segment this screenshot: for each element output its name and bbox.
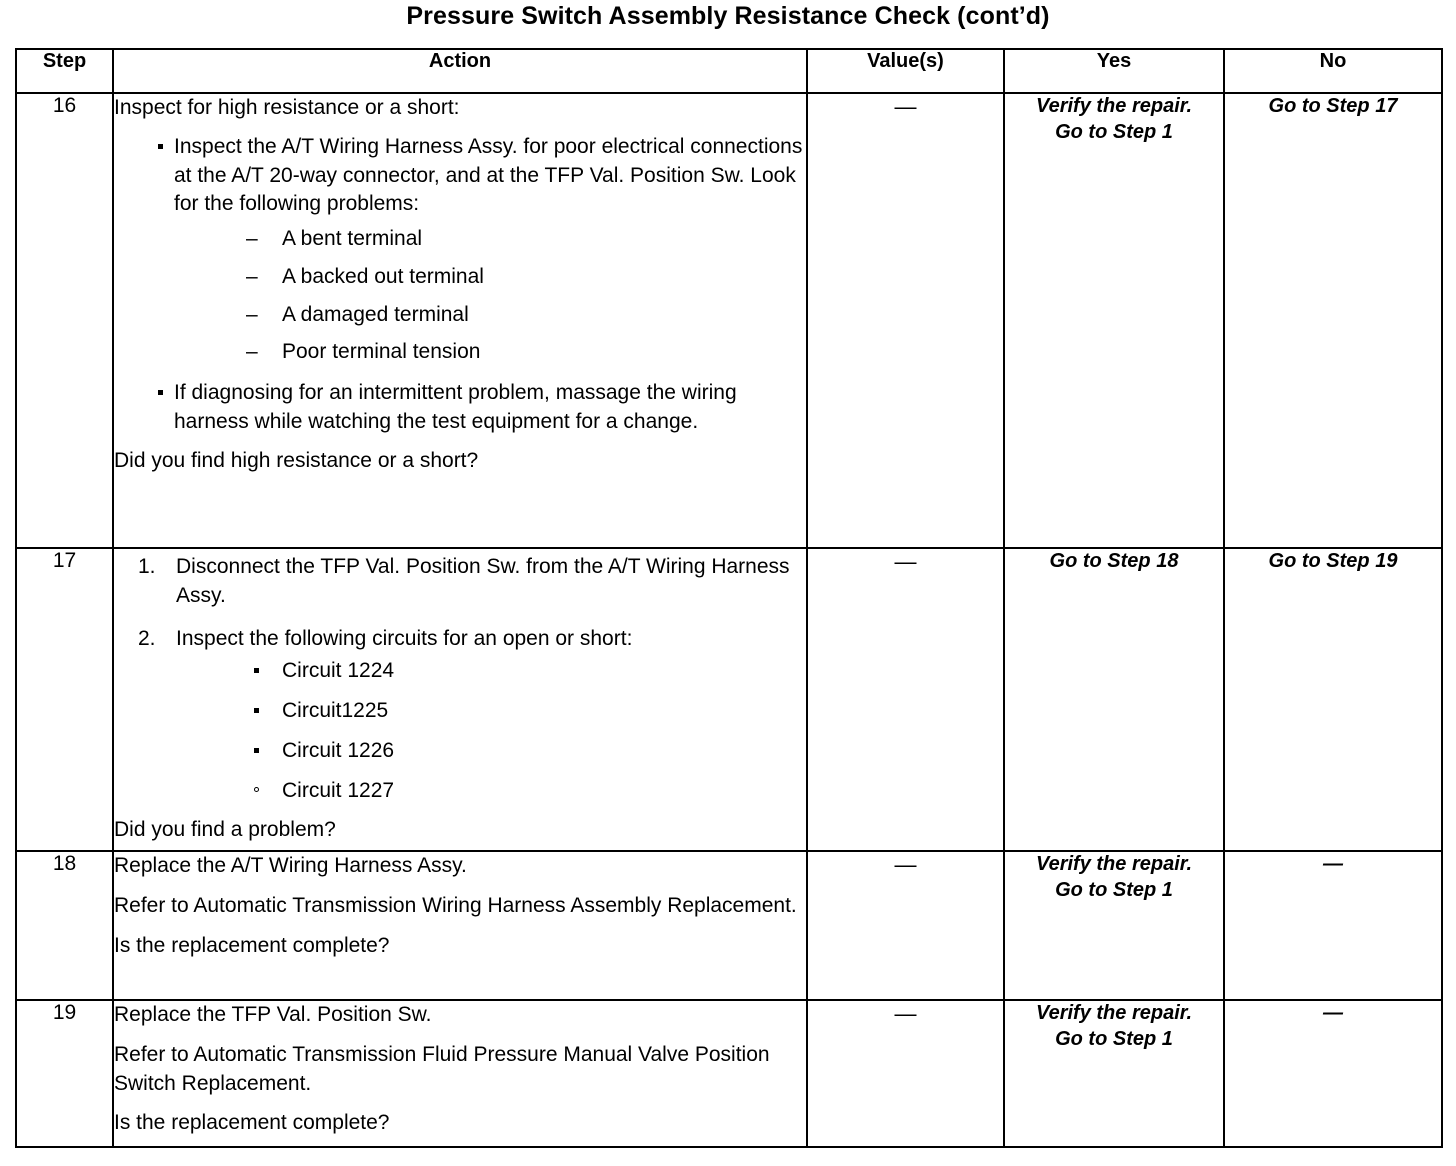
list-item: 1. Disconnect the TFP Val. Position Sw. … xyxy=(114,553,806,611)
list-item-text: Inspect the following circuits for an op… xyxy=(176,626,633,650)
page-title: Pressure Switch Assembly Resistance Chec… xyxy=(406,2,1050,30)
circuit-list: Circuit 1224 Circuit1225 Circuit 1226 xyxy=(176,657,806,805)
dash-bullet-icon: – xyxy=(246,227,258,251)
dash-bullet-icon: – xyxy=(246,302,258,326)
step-number-cell: 16 xyxy=(15,92,114,549)
column-header-value: Value(s) xyxy=(806,48,1005,94)
yes-line-2: Go to Step 1 xyxy=(1055,120,1173,143)
column-header-step: Step xyxy=(15,48,114,94)
dash-bullet-icon: – xyxy=(246,264,258,288)
list-item: – A backed out terminal xyxy=(174,263,806,292)
list-item: Circuit1225 xyxy=(176,697,806,726)
action-intro-text: Inspect for high resistance or a short: xyxy=(114,96,460,119)
list-item-text: If diagnosing for an intermittent proble… xyxy=(174,381,737,433)
list-item-text: Circuit 1227 xyxy=(282,778,395,802)
list-item-text: Circuit 1226 xyxy=(282,738,395,762)
column-header-yes: Yes xyxy=(1003,48,1225,94)
no-line-2: Go to Step 19 xyxy=(1268,550,1398,572)
action-question-text: Is the replacement complete? xyxy=(114,1111,390,1135)
list-item: Circuit 1224 xyxy=(176,657,806,686)
no-cell: — xyxy=(1223,999,1443,1148)
list-item-text: Poor terminal tension xyxy=(282,340,481,364)
value-cell: — xyxy=(806,850,1005,1001)
yes-line-2: Go to Step 18 xyxy=(1049,550,1179,572)
square-bullet-icon xyxy=(254,668,259,674)
table-header-row: Step Action Value(s) Yes No xyxy=(15,48,1443,94)
square-bullet-icon xyxy=(254,708,259,714)
list-item: Circuit 1227 xyxy=(176,777,806,806)
hollow-circle-bullet-icon xyxy=(254,786,259,792)
no-cell: Go to Step 19 xyxy=(1223,547,1443,852)
square-bullet-icon xyxy=(254,747,259,753)
yes-cell: Verify the repair. Go to Step 1 xyxy=(1003,92,1225,549)
no-cell: Go to Step 17 xyxy=(1223,92,1443,549)
no-cell: — xyxy=(1223,850,1443,1001)
action-question-text: Did you find a problem? xyxy=(114,818,336,842)
action-line: Refer to Automatic Transmission Fluid Pr… xyxy=(114,1042,770,1095)
list-item: Circuit 1226 xyxy=(176,737,806,766)
list-item: If diagnosing for an intermittent proble… xyxy=(114,379,806,437)
list-item-text: A backed out terminal xyxy=(282,264,484,288)
list-item: – A bent terminal xyxy=(174,225,806,254)
value-cell: — xyxy=(806,92,1005,549)
column-header-no: No xyxy=(1223,48,1443,94)
action-line: Replace the TFP Val. Position Sw. xyxy=(114,1003,432,1026)
action-cell: Replace the TFP Val. Position Sw. Refer … xyxy=(112,999,808,1148)
yes-line-2: Go to Step 1 xyxy=(1055,878,1173,901)
table-row: 18 Replace the A/T Wiring Harness Assy. … xyxy=(15,850,1443,1001)
value-cell: — xyxy=(806,999,1005,1148)
yes-line-2: Go to Step 1 xyxy=(1055,1027,1173,1050)
no-line-2: — xyxy=(1323,1002,1343,1024)
list-item-text: Disconnect the TFP Val. Position Sw. fro… xyxy=(176,555,790,607)
table-row: 16 Inspect for high resistance or a shor… xyxy=(15,92,1443,549)
table-header: Step Action Value(s) Yes No xyxy=(15,48,1443,94)
yes-cell: Go to Step 18 xyxy=(1003,547,1225,852)
diagnostic-flow-table: Step Action Value(s) Yes No 16 Inspect f… xyxy=(15,48,1443,1148)
step-number-cell: 19 xyxy=(15,999,114,1148)
list-item-text: Circuit 1224 xyxy=(282,659,395,683)
square-bullet-icon xyxy=(158,143,163,149)
dash-bullet-icon: – xyxy=(246,340,258,364)
action-question-text: Did you find high resistance or a short? xyxy=(114,448,479,472)
table-row: 19 Replace the TFP Val. Position Sw. Ref… xyxy=(15,999,1443,1148)
step-number-cell: 18 xyxy=(15,850,114,1001)
yes-line-1: Verify the repair. xyxy=(1036,95,1192,117)
list-item-text: Circuit1225 xyxy=(282,699,389,723)
action-bullet-list: Inspect the A/T Wiring Harness Assy. for… xyxy=(114,133,806,437)
yes-line-1: Verify the repair. xyxy=(1036,1002,1192,1024)
no-line-1: Go to Step 17 xyxy=(1268,95,1398,117)
action-cell: Inspect for high resistance or a short: … xyxy=(112,92,808,549)
yes-cell: Verify the repair. Go to Step 1 xyxy=(1003,850,1225,1001)
action-cell: Replace the A/T Wiring Harness Assy. Ref… xyxy=(112,850,808,1001)
list-item-text: Inspect the A/T Wiring Harness Assy. for… xyxy=(174,134,803,216)
column-header-action: Action xyxy=(112,48,808,94)
square-bullet-icon xyxy=(158,390,163,396)
list-number: 2. xyxy=(138,626,156,650)
list-number: 1. xyxy=(138,555,156,578)
action-dash-list: – A bent terminal – A backed out termina… xyxy=(174,225,806,367)
table-row: 17 1. Disconnect the TFP Val. Position S… xyxy=(15,547,1443,852)
no-line-2: — xyxy=(1323,853,1343,875)
list-item-text: A bent terminal xyxy=(282,227,423,251)
yes-line-1: Verify the repair. xyxy=(1036,853,1192,875)
list-item: 2. Inspect the following circuits for an… xyxy=(114,625,806,806)
action-question-text: Is the replacement complete? xyxy=(114,933,390,957)
action-line: Refer to Automatic Transmission Wiring H… xyxy=(114,893,797,917)
table-body: 16 Inspect for high resistance or a shor… xyxy=(15,92,1443,1148)
action-numbered-list: 1. Disconnect the TFP Val. Position Sw. … xyxy=(114,553,806,805)
list-item-text: A damaged terminal xyxy=(282,302,469,326)
list-item: Inspect the A/T Wiring Harness Assy. for… xyxy=(114,133,806,367)
action-cell: 1. Disconnect the TFP Val. Position Sw. … xyxy=(112,547,808,852)
list-item: – Poor terminal tension xyxy=(174,338,806,367)
action-line: Replace the A/T Wiring Harness Assy. xyxy=(114,854,467,877)
list-item: – A damaged terminal xyxy=(174,301,806,330)
value-cell: — xyxy=(806,547,1005,852)
yes-cell: Verify the repair. Go to Step 1 xyxy=(1003,999,1225,1148)
step-number-cell: 17 xyxy=(15,547,114,852)
